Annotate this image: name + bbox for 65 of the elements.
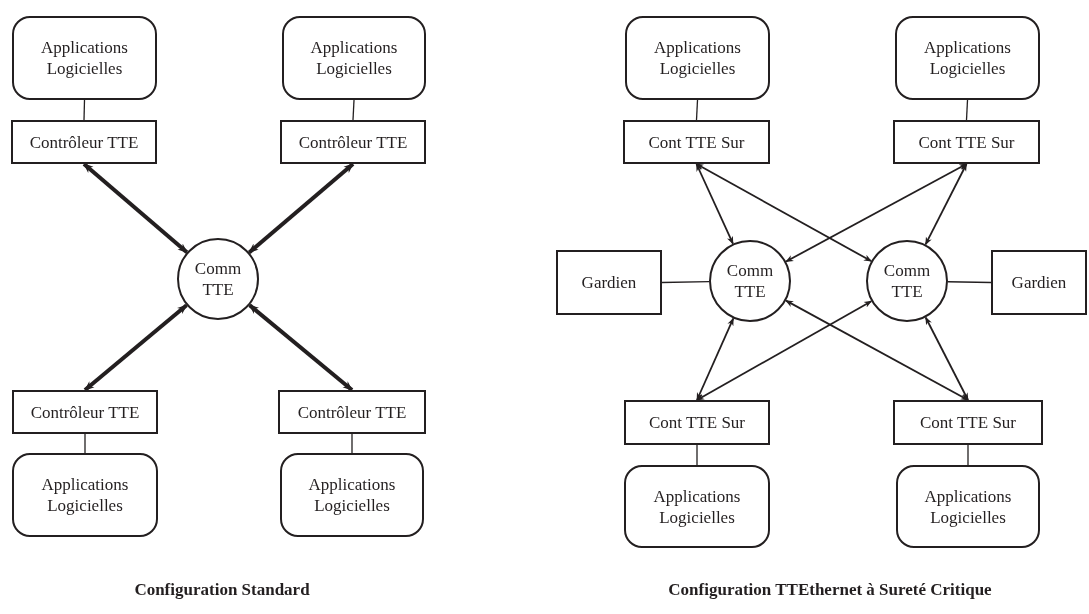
application-box xyxy=(280,453,424,537)
double-arrow xyxy=(785,163,968,263)
controller-box xyxy=(278,390,426,434)
node-label: Applications Logicielles xyxy=(653,37,742,79)
connector-line xyxy=(84,433,86,454)
node-label: Applications Logicielles xyxy=(309,37,399,79)
node-label: Cont TTE Sur xyxy=(918,131,1015,153)
node-label: Contrôleur TTE xyxy=(29,131,139,153)
connector-line xyxy=(661,281,710,284)
application-box xyxy=(895,16,1040,100)
node-label: Cont TTE Sur xyxy=(649,412,745,433)
controller-box xyxy=(12,390,158,434)
application-box xyxy=(625,16,770,100)
application-box xyxy=(282,16,426,100)
double-arrow xyxy=(247,162,355,254)
controller-box xyxy=(893,400,1043,445)
node-label: Comm TTE xyxy=(882,260,932,302)
double-arrow xyxy=(248,303,354,392)
node-label: Gardien xyxy=(1011,272,1067,293)
double-arrow xyxy=(924,163,968,246)
node-label: Gardien xyxy=(581,272,637,293)
controller-box xyxy=(991,250,1087,315)
double-arrow xyxy=(82,162,189,254)
panel-caption: Configuration Standard xyxy=(134,580,310,600)
double-arrow xyxy=(696,317,735,401)
controller-box xyxy=(556,250,662,315)
double-arrow xyxy=(83,303,188,392)
node-label: Applications Logicielles xyxy=(923,37,1012,79)
node-label: Comm TTE xyxy=(193,258,243,300)
controller-box xyxy=(280,120,426,164)
node-label: Contrôleur TTE xyxy=(297,401,407,423)
application-box xyxy=(624,465,770,548)
node-label: Cont TTE Sur xyxy=(920,412,1016,433)
controller-box xyxy=(893,120,1040,164)
node-label: Comm TTE xyxy=(725,260,775,302)
node-label: Applications Logicielles xyxy=(40,37,129,79)
connector-line xyxy=(352,99,355,121)
connector-line xyxy=(947,281,992,284)
application-box xyxy=(896,465,1040,548)
node-label: Contrôleur TTE xyxy=(30,401,140,423)
connector-line xyxy=(696,444,698,466)
node-label: Cont TTE Sur xyxy=(648,131,745,153)
double-arrow xyxy=(695,163,873,262)
double-arrow xyxy=(924,316,969,401)
application-box xyxy=(12,16,157,100)
connector-line xyxy=(351,433,353,454)
node-label: Applications Logicielles xyxy=(307,474,397,516)
controller-box xyxy=(11,120,157,164)
connector-line xyxy=(695,99,699,121)
node-label: Applications Logicielles xyxy=(40,474,130,516)
node-label: Contrôleur TTE xyxy=(298,131,408,153)
application-box xyxy=(12,453,158,537)
double-arrow xyxy=(785,299,969,401)
connector-line xyxy=(965,99,969,121)
controller-box xyxy=(624,400,770,445)
connector-line xyxy=(83,99,86,121)
switch-circle xyxy=(709,240,791,322)
node-label: Applications Logicielles xyxy=(652,485,742,528)
panel-caption: Configuration TTEthernet à Sureté Critique xyxy=(668,580,992,600)
controller-box xyxy=(623,120,770,164)
double-arrow xyxy=(696,300,873,401)
node-label: Applications Logicielles xyxy=(923,485,1013,528)
connector-line xyxy=(967,444,969,466)
double-arrow xyxy=(695,163,734,245)
switch-circle xyxy=(866,240,948,322)
